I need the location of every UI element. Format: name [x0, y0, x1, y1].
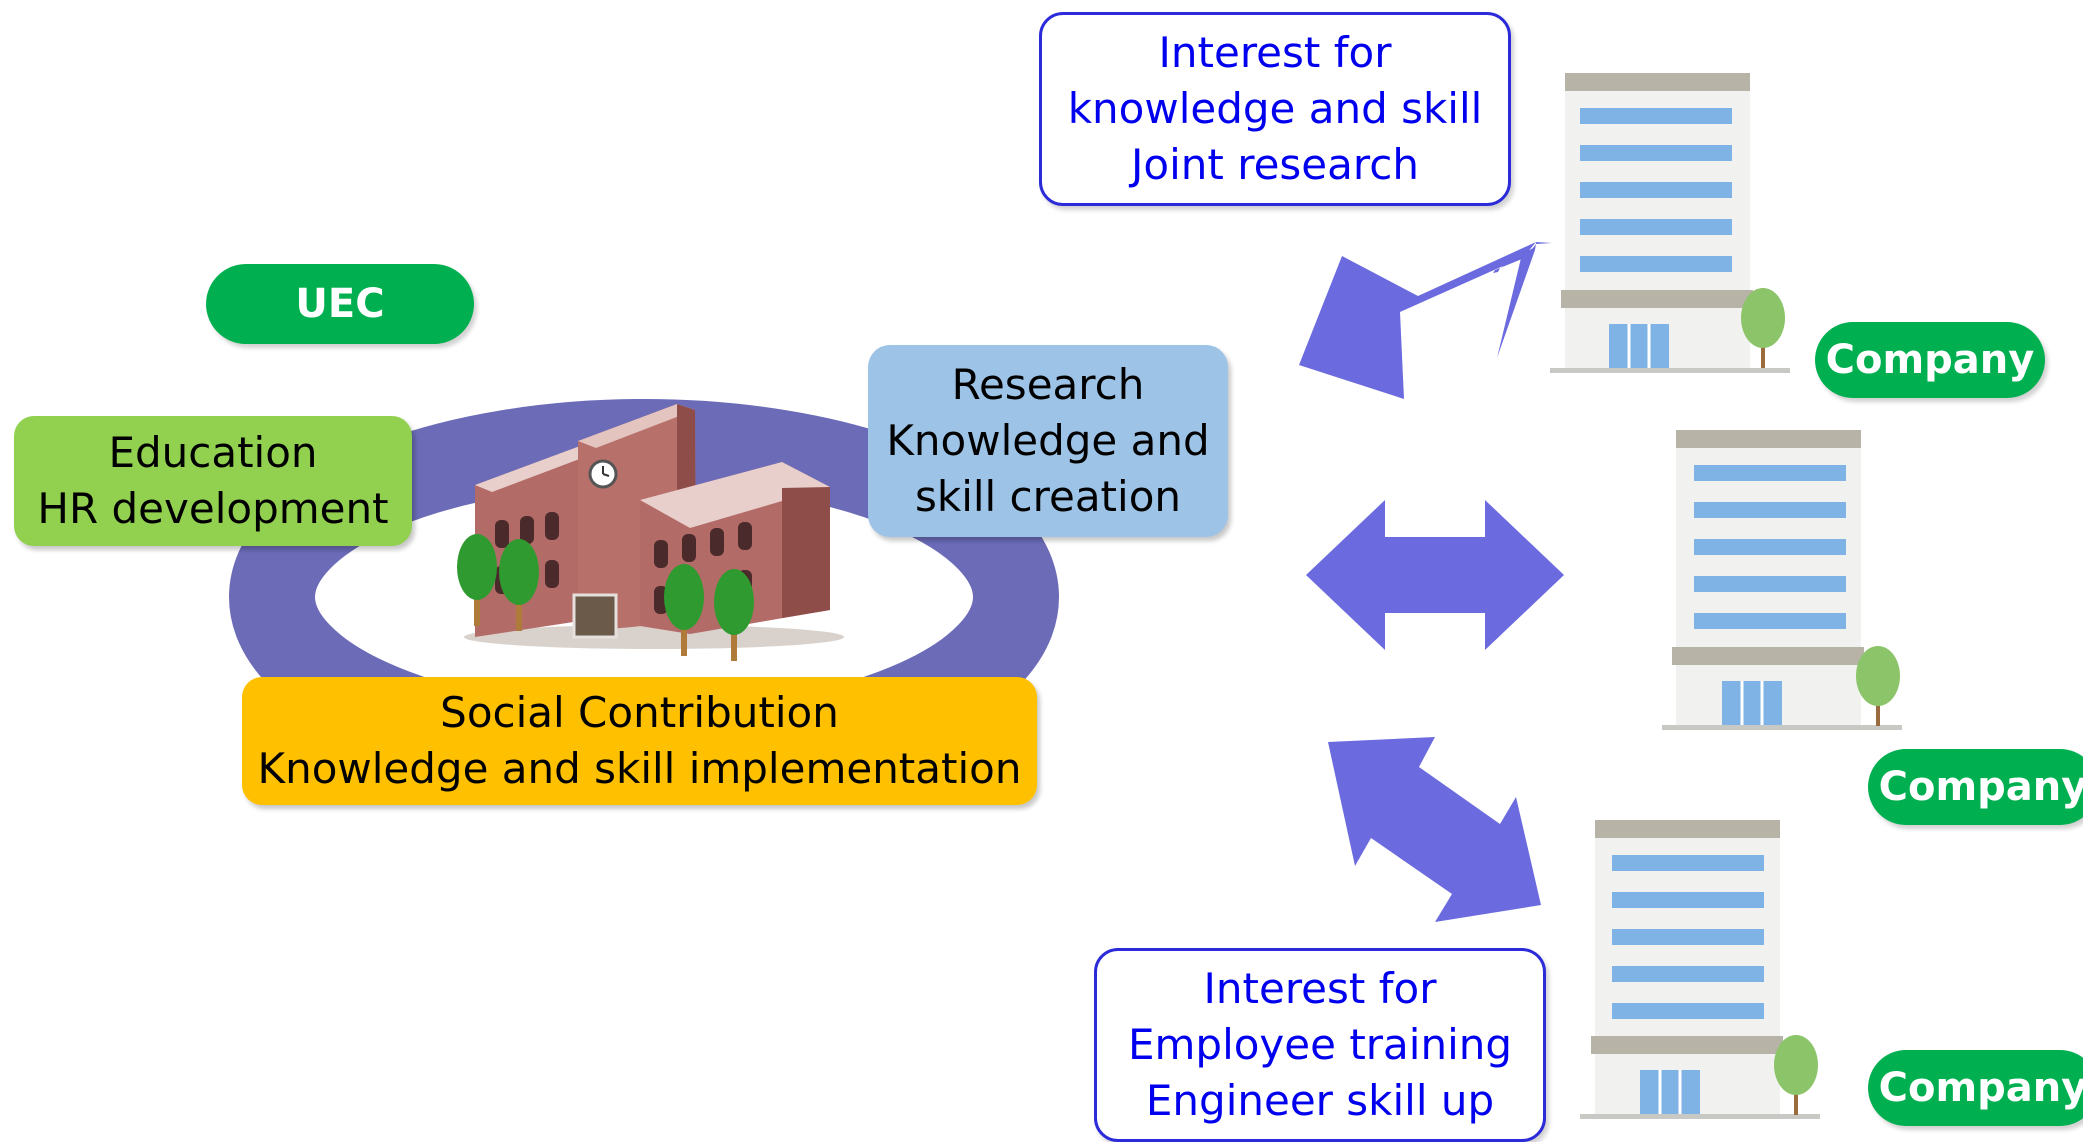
double-arrow-icon [1299, 242, 1552, 399]
company-label-top: Company [1815, 322, 2045, 398]
research-line-1: Research [951, 360, 1145, 410]
company-label-top-text: Company [1825, 337, 2035, 383]
company-label-middle: Company [1868, 749, 2083, 825]
research-line-2: Knowledge and [886, 416, 1210, 466]
uec-label-text: UEC [295, 281, 385, 327]
double-arrow-icon [1328, 737, 1541, 922]
callout-bottom-line-1: Interest for [1203, 964, 1437, 1014]
company-label-bottom: Company [1868, 1050, 2083, 1126]
social-line-2: Knowledge and skill implementation [257, 744, 1022, 793]
research-line-3: skill creation [914, 471, 1182, 521]
callout-top-line-2: knowledge and skill [1067, 84, 1483, 134]
callout-bottom-line-3: Engineer skill up [1145, 1075, 1495, 1125]
callout-top-line-1: Interest for [1158, 28, 1392, 78]
callout-top-line-3: Joint research [1131, 139, 1419, 189]
tree-icon [664, 564, 704, 656]
company-label-bottom-text: Company [1878, 1065, 2083, 1111]
tree-icon [1741, 288, 1785, 368]
employee-training-callout: Interest for Employee training Engineer … [1094, 948, 1546, 1142]
tree-icon [457, 534, 497, 626]
tree-icon [499, 539, 539, 631]
company-label-middle-text: Company [1878, 764, 2083, 810]
double-arrow-icon [1306, 500, 1564, 650]
joint-research-callout: Interest for knowledge and skill Joint r… [1039, 12, 1511, 206]
callout-bottom-line-2: Employee training [1127, 1020, 1513, 1070]
research-box: Research Knowledge and skill creation [868, 345, 1228, 537]
social-contribution-box: Social Contribution Knowledge and skill … [242, 677, 1037, 805]
tree-icon [1856, 646, 1900, 726]
tree-icon [714, 569, 754, 661]
uec-label: UEC [206, 264, 474, 344]
tree-icon [1774, 1035, 1818, 1115]
education-line-1: Education [108, 428, 318, 478]
social-line-1: Social Contribution [440, 688, 839, 738]
education-box: Education HR development [14, 416, 412, 546]
education-line-2: HR development [37, 484, 389, 533]
